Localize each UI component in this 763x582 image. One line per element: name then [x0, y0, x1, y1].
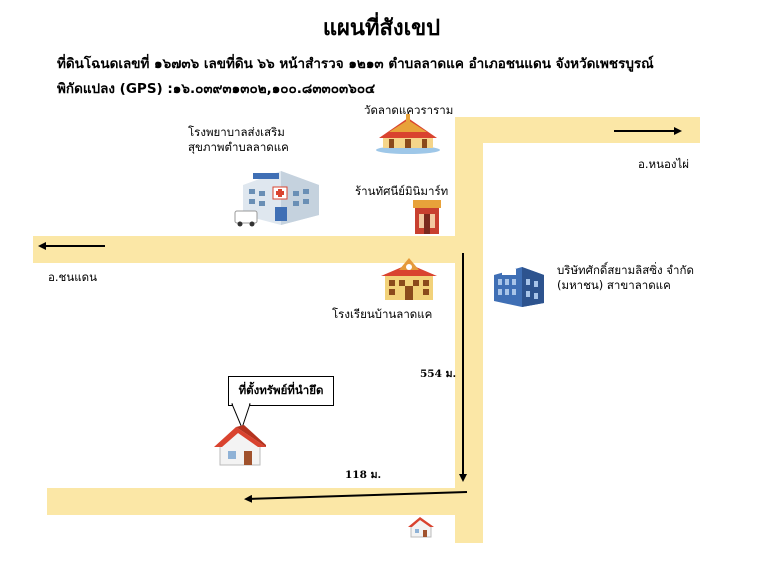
- gps-coordinates: พิกัดแปลง (GPS) :๑๖.๐๓๙๓๑๓๐๒,๑๐๐.๘๓๓๐๓๖๐…: [57, 81, 376, 97]
- distance-vertical: 554 ม.: [420, 368, 457, 380]
- office-building-icon: [494, 267, 544, 307]
- house-icon: [408, 517, 434, 538]
- property-callout: ที่ตั้งทรัพย์ที่นำยึด: [228, 376, 334, 406]
- road-vertical-main: [455, 117, 483, 540]
- house-icon: [214, 425, 266, 466]
- label-school: โรงเรียนบ้านลาดแค: [332, 307, 433, 321]
- label-mini-mart: ร้านทัศนีย์มินิมาร์ท: [355, 184, 449, 198]
- road-west: [33, 236, 483, 263]
- callout-pointer: [231, 403, 251, 430]
- road-south: [47, 488, 483, 515]
- label-hospital: โรงพยาบาลส่งเสริม สุขภาพตำบลลาดแค: [188, 125, 289, 155]
- label-chon-daen: อ.ชนแดน: [48, 270, 97, 284]
- distance-horizontal: 118 ม.: [345, 469, 382, 481]
- mini-mart-icon: [413, 200, 441, 234]
- label-leasing-office: บริษัทศักดิ์สยามลิสซิ่ง จำกัด (มหาชน) สา…: [557, 263, 694, 293]
- leasing-line1: บริษัทศักดิ์สยามลิสซิ่ง จำกัด: [557, 263, 694, 277]
- hospital-line2: สุขภาพตำบลลาดแค: [188, 140, 289, 154]
- temple-icon: [376, 114, 440, 154]
- map-title: แผนที่สังเขป: [322, 16, 441, 41]
- road-south-spur: [455, 488, 483, 543]
- label-nong-phai: อ.หนองไผ่: [638, 157, 690, 171]
- hospital-line1: โรงพยาบาลส่งเสริม: [188, 125, 285, 139]
- hospital-icon: [234, 171, 319, 227]
- school-icon: [381, 258, 437, 300]
- label-temple: วัดลาดแควราราม: [364, 103, 454, 117]
- leasing-line2: (มหาชน) สาขาลาดแค: [557, 278, 671, 292]
- parcel-info: ที่ดินโฉนดเลขที่ ๑๖๗๓๖ เลขที่ดิน ๖๖ หน้า…: [57, 56, 654, 72]
